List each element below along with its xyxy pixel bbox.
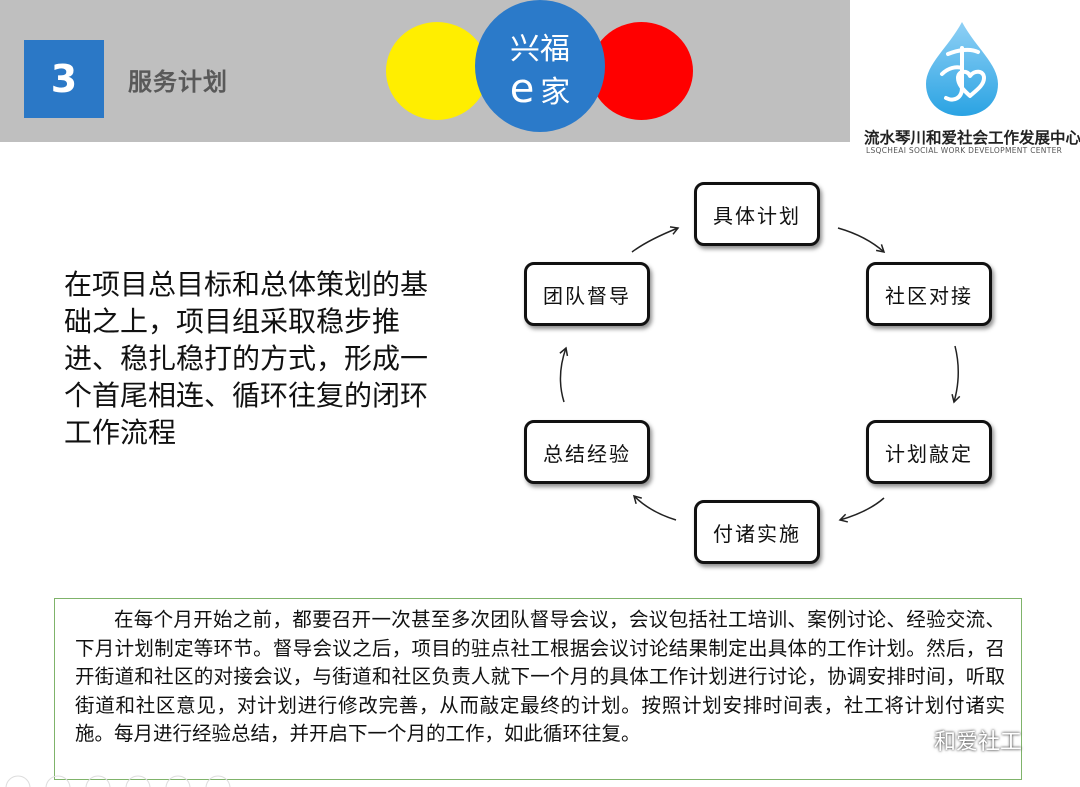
cycle-node-community: 社区对接 bbox=[866, 262, 992, 326]
arrow-supervision-to-plan bbox=[631, 226, 680, 253]
brand-title-line1: 兴福 bbox=[510, 32, 570, 67]
cycle-node-summary: 总结经验 bbox=[524, 420, 650, 484]
wechat-icon bbox=[902, 729, 930, 751]
org-english-name: LSQCHEAI SOCIAL WORK DEVELOPMENT CENTER bbox=[866, 146, 1063, 155]
arrow-plan-to-community bbox=[837, 227, 886, 254]
intro-text: 在项目总目标和总体策划的基础之上，项目组采取稳步推进、稳扎稳打的方式，形成一个首… bbox=[64, 268, 429, 449]
cycle-node-implement: 付诸实施 bbox=[694, 500, 820, 564]
watermark: 和爱社工 bbox=[902, 724, 1022, 756]
brand-home-char: 家 bbox=[540, 75, 571, 110]
org-logo: 流水琴川和爱社会工作发展中心 LSQCHEAI SOCIAL WORK DEVE… bbox=[850, 0, 1080, 158]
summary-text-box: 在每个月开始之前，都要召开一次甚至多次团队督导会议，会议包括社工培训、案例讨论、… bbox=[54, 598, 1022, 780]
arrow-summary-to-supervision bbox=[559, 346, 569, 403]
section-number-badge: 3 bbox=[24, 40, 104, 118]
watermark-text: 和爱社工 bbox=[934, 730, 1023, 755]
arrow-community-to-finalize bbox=[951, 345, 961, 404]
section-title: 服务计划 bbox=[128, 68, 228, 96]
water-drop-logo-icon bbox=[926, 22, 998, 116]
cycle-node-finalize: 计划敲定 bbox=[866, 420, 992, 484]
footer-decoration bbox=[5, 775, 231, 787]
brand-e-letter: e bbox=[509, 66, 535, 112]
yellow-circle bbox=[386, 22, 488, 120]
arrow-finalize-to-implement bbox=[838, 497, 885, 523]
arrow-implement-to-summary bbox=[632, 494, 677, 521]
red-circle bbox=[590, 22, 693, 120]
org-name: 流水琴川和爱社会工作发展中心 bbox=[864, 128, 1080, 147]
cycle-node-plan: 具体计划 bbox=[694, 182, 820, 246]
cycle-node-supervision: 团队督导 bbox=[524, 262, 650, 326]
